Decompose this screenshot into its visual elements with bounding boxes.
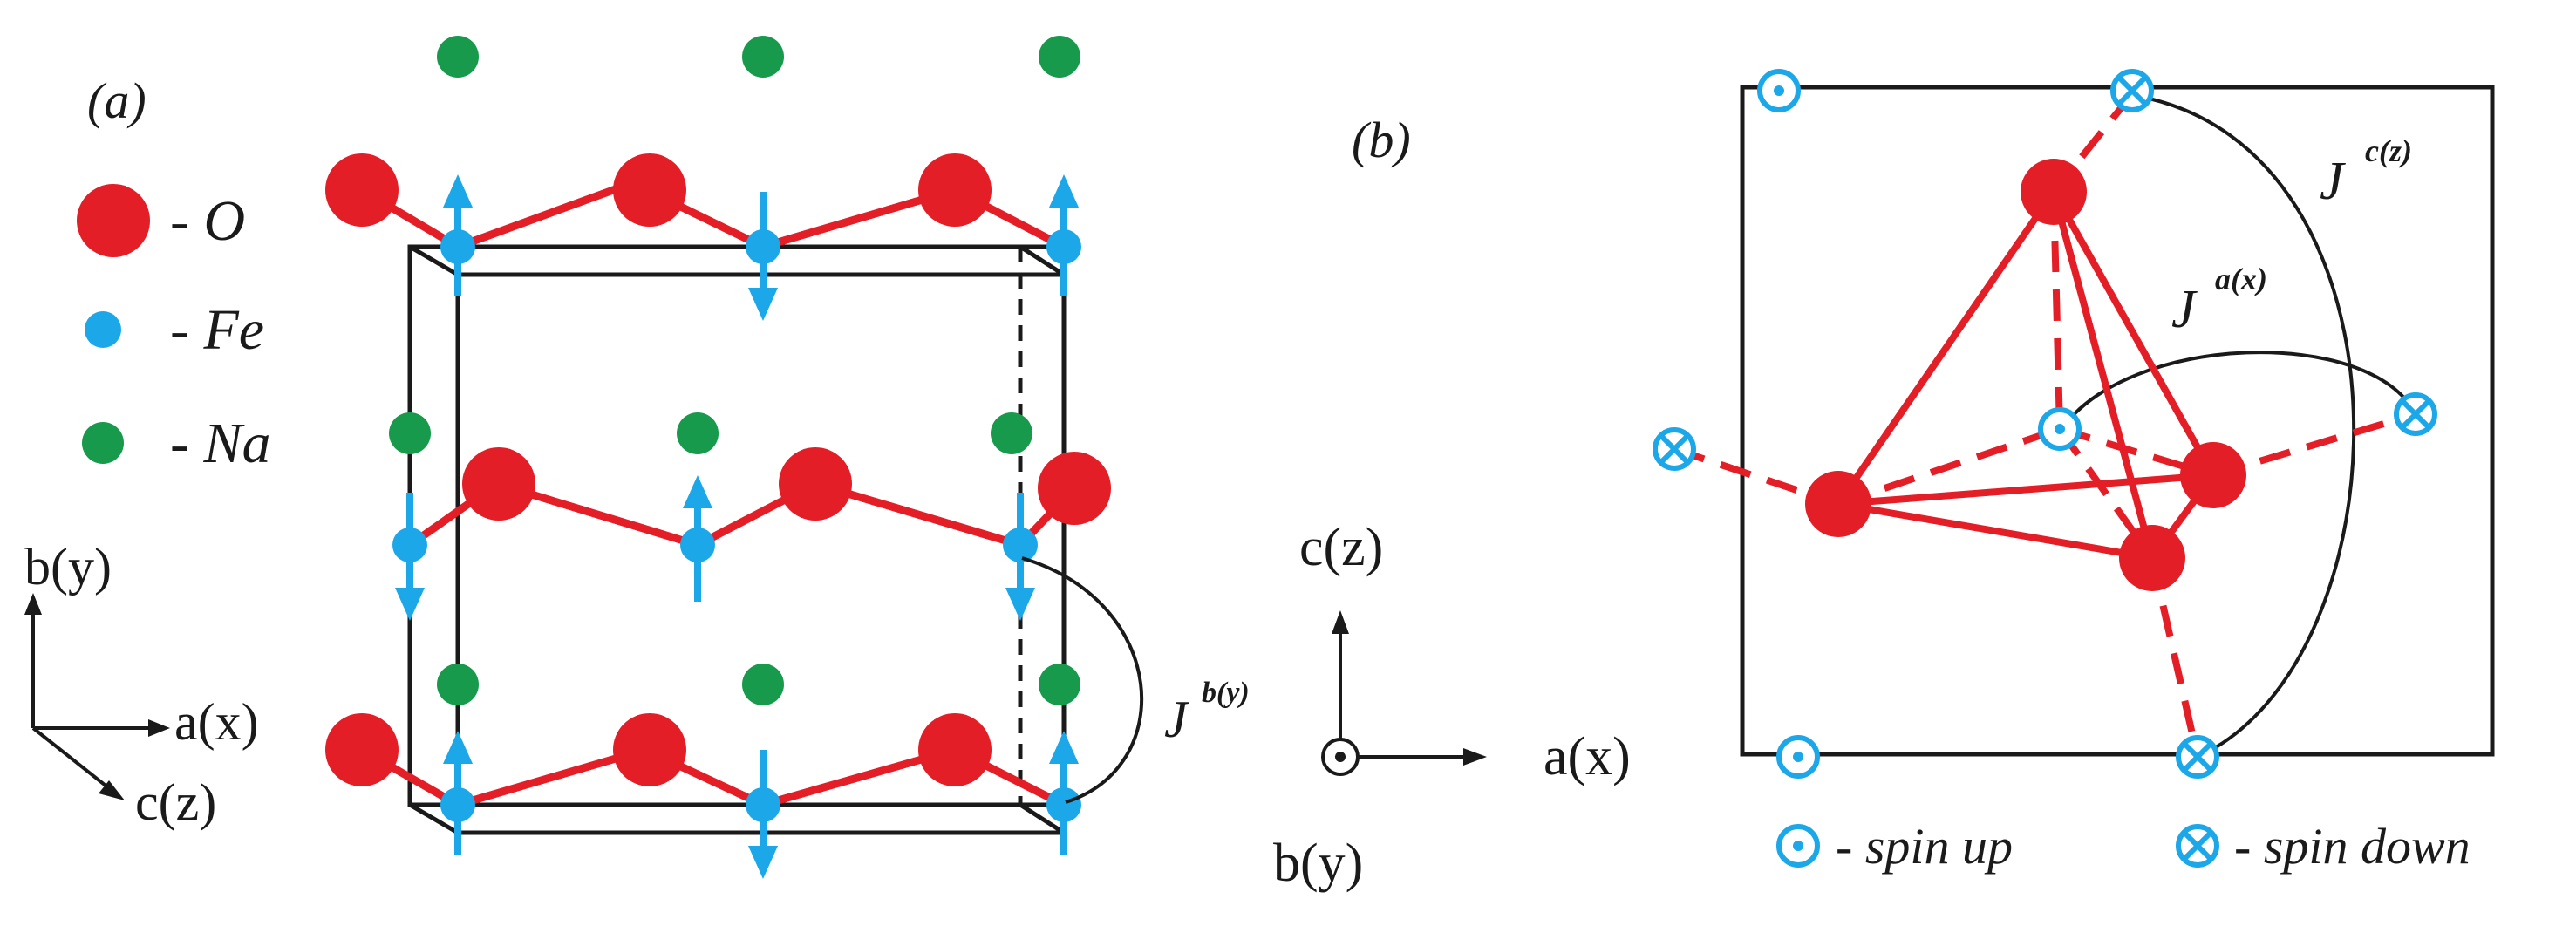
- panel-b-axes: [1321, 610, 1487, 776]
- oxygen-atom: [1805, 471, 1871, 537]
- spin-down-arrow-head: [748, 846, 778, 879]
- oxygen-atom: [613, 713, 686, 786]
- oxygen-atom: [918, 713, 992, 786]
- oxygen-atom: [2021, 159, 2087, 225]
- oxygen-atom: [2180, 442, 2246, 508]
- sodium-atom: [389, 412, 431, 454]
- sodium-atom: [1039, 36, 1080, 78]
- iron-atom: [440, 787, 475, 822]
- spin-down-arrow-head: [395, 588, 425, 621]
- oxygen-atom: [325, 153, 399, 227]
- spin-up-markers: [1757, 69, 2082, 779]
- spin-down-icon: [2110, 69, 2154, 112]
- oxygen-legend-marker: [77, 184, 150, 257]
- panel-a-axes: [24, 593, 170, 800]
- spin-up-icon: [2038, 407, 2082, 451]
- axis-c-label: c(z): [135, 773, 216, 831]
- exchange-a-label: J: [2171, 280, 2198, 339]
- sodium-legend-label: - Na: [170, 412, 271, 475]
- spin-up-legend-label: - spin up: [1836, 818, 2013, 875]
- iron-atom: [440, 229, 475, 264]
- panel-a: (a) - O - Fe - Na b(y) a(x) c(z): [24, 36, 1250, 879]
- spin-down-markers: [1653, 69, 2437, 779]
- panel-b-label: (b): [1352, 112, 1411, 168]
- axis-b-label-b: b(y): [1273, 834, 1363, 893]
- axis-a-label-b: a(x): [1544, 727, 1631, 786]
- spin-up-arrow-head: [1049, 174, 1079, 208]
- exchange-b-superscript: b(y): [1202, 677, 1250, 709]
- iron-atom: [746, 229, 780, 264]
- oxygen-atom: [918, 153, 992, 227]
- spin-down-arrow-head: [748, 288, 778, 321]
- panel-a-label: (a): [87, 72, 147, 129]
- axis-a-label: a(x): [174, 693, 259, 751]
- iron-atom: [746, 787, 780, 822]
- oxygen-atoms-b: [1805, 159, 2246, 591]
- sodium-atom: [677, 412, 719, 454]
- sodium-atoms: [389, 36, 1080, 705]
- oxygen-atoms: [325, 153, 1111, 786]
- iron-atom: [680, 528, 715, 562]
- sodium-atom: [437, 664, 479, 705]
- panel-b-legend: - spin up - spin down: [1776, 818, 2470, 875]
- spin-up-arrow-head: [1049, 731, 1079, 764]
- exchange-c-superscript: c(z): [2365, 133, 2412, 168]
- iron-atom: [1003, 528, 1038, 562]
- iron-atom: [1046, 229, 1081, 264]
- sodium-atom: [991, 412, 1032, 454]
- oxygen-atom: [613, 153, 686, 227]
- spin-down-icon: [2176, 735, 2219, 779]
- spin-up-arrow-head: [683, 475, 712, 508]
- axis-c-label-b: c(z): [1299, 518, 1383, 577]
- exchange-path-a: [2058, 351, 2417, 433]
- iron-atom: [1046, 787, 1081, 822]
- sodium-atom: [742, 664, 784, 705]
- oxygen-atom: [779, 447, 852, 521]
- tetrahedron-bonds: [1835, 188, 2217, 562]
- spin-down-icon: [1653, 427, 1696, 471]
- sodium-atom: [1039, 664, 1080, 705]
- spin-down-icon: [2394, 392, 2437, 436]
- sodium-atom: [437, 36, 479, 78]
- exchange-b-label: J: [1164, 691, 1189, 748]
- oxygen-legend-label: - O: [170, 189, 245, 253]
- exchange-c-label: J: [2320, 152, 2346, 211]
- dashed-bonds: [1673, 92, 2417, 758]
- spin-up-icon: [1757, 69, 1801, 112]
- oxygen-atom: [2119, 525, 2185, 591]
- axis-b-label: b(y): [24, 538, 112, 596]
- iron-atoms: [392, 229, 1081, 822]
- oxygen-atom: [462, 447, 535, 521]
- iron-legend-label: - Fe: [170, 298, 264, 362]
- spin-up-arrow-head: [443, 731, 473, 764]
- oxygen-atom: [1038, 452, 1111, 525]
- exchange-path-b: [1021, 556, 1144, 804]
- spin-up-arrow-head: [443, 174, 473, 208]
- exchange-a-superscript: a(x): [2215, 262, 2267, 296]
- spin-down-arrow-head: [1005, 588, 1035, 621]
- panel-b: (b) c(z) a(x) b(y) J c(z) J a(x): [1273, 69, 2495, 893]
- panel-a-legend: - O - Fe - Na: [77, 184, 271, 475]
- iron-atom: [392, 528, 427, 562]
- oxygen-atom: [325, 713, 399, 786]
- iron-legend-marker: [85, 311, 121, 348]
- spin-up-icon: [1776, 735, 1820, 779]
- sodium-atom: [742, 36, 784, 78]
- spin-up-legend-icon: [1776, 824, 1820, 868]
- spin-down-legend-label: - spin down: [2234, 818, 2470, 875]
- exchange-path-c: [2136, 94, 2356, 759]
- sodium-legend-marker: [82, 422, 124, 464]
- spin-down-legend-icon: [2176, 824, 2219, 868]
